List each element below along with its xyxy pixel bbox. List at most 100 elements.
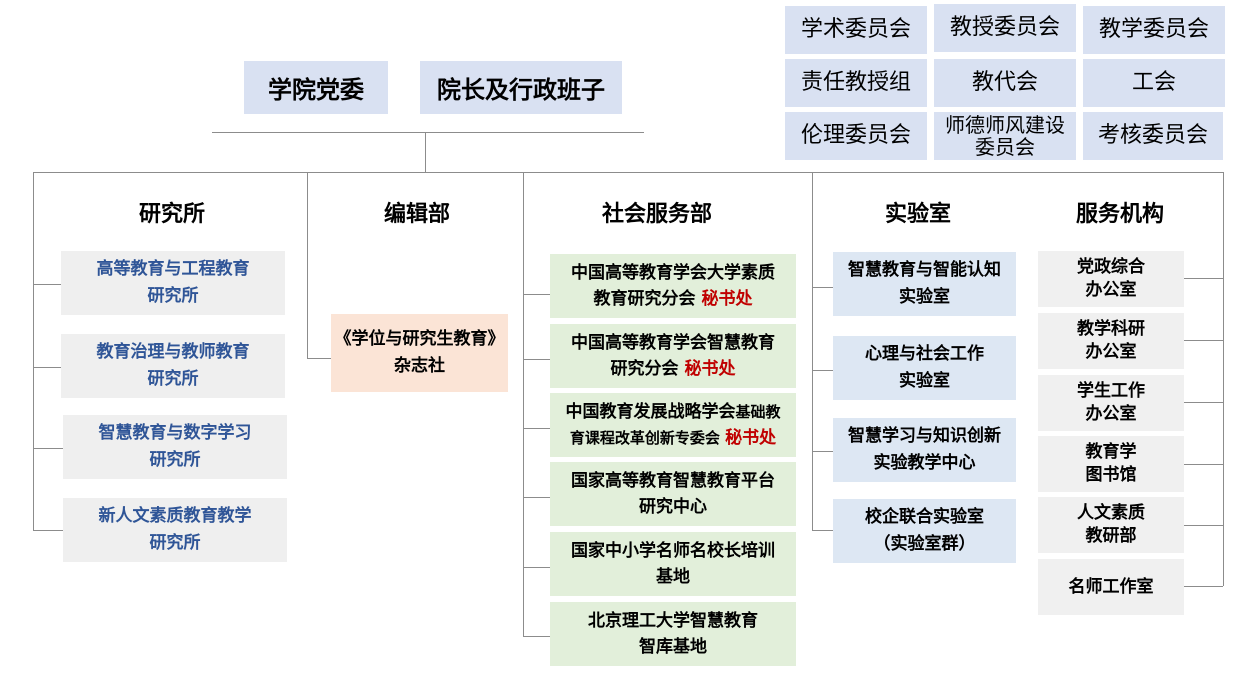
main-branch-line	[33, 172, 1223, 173]
social-item: 国家高等教育智慧教育平台 研究中心	[550, 462, 796, 526]
item-line2: 智库基地	[639, 637, 707, 657]
research-branch	[33, 530, 63, 531]
research-branch	[33, 367, 61, 368]
committee-label-line2: 委员会	[975, 135, 1035, 159]
committee-label: 学术委员会	[800, 16, 911, 42]
party-committee-box: 学院党委	[244, 61, 388, 114]
item-line2-text: 教育研究分会	[593, 289, 702, 309]
research-trunk	[33, 172, 34, 530]
lab-item: 校企联合实验室 （实验室群）	[833, 499, 1016, 563]
research-title: 研究所	[138, 202, 205, 227]
item-line2: 图书馆	[1085, 465, 1137, 485]
item-line1-text: 中国教育发展战略学会	[565, 401, 736, 422]
item-line1: 智慧教育与数字学习	[98, 422, 252, 443]
item-line2: 基地	[656, 567, 690, 587]
research-item: 智慧教育与数字学习 研究所	[63, 415, 287, 479]
services-branch	[1184, 278, 1223, 279]
services-branch	[1184, 586, 1223, 587]
item-line2: 办公室	[1085, 342, 1137, 362]
services-branch	[1184, 464, 1223, 465]
social-branch	[523, 359, 550, 360]
committee-ethics: 伦理委员会	[785, 112, 927, 160]
committee-teacher-ethics: 师德师风建设 委员会	[934, 112, 1076, 160]
item-line1: 智慧教育与智能认知	[848, 259, 1001, 280]
item-line1: 教学科研	[1077, 319, 1145, 340]
committee-responsible-professors: 责任教授组	[785, 59, 927, 107]
labs-title: 实验室	[884, 202, 951, 227]
service-item: 教育学 图书馆	[1038, 436, 1184, 492]
item-line1: 新人文素质教育教学	[98, 505, 252, 526]
dean-team-label: 院长及行政班子	[437, 76, 605, 104]
committee-label: 教代会	[971, 69, 1038, 95]
secretariat-label: 秘书处	[684, 359, 736, 379]
services-branch	[1184, 340, 1223, 341]
social-branch	[523, 294, 550, 295]
item-line2: 研究所	[149, 450, 201, 470]
editorial-branch	[307, 358, 331, 359]
service-item: 学生工作 办公室	[1038, 375, 1184, 431]
committee-label: 考核委员会	[1097, 122, 1208, 148]
lab-item: 智慧学习与知识创新 实验教学中心	[833, 418, 1016, 482]
research-item: 高等教育与工程教育 研究所	[61, 251, 285, 315]
party-committee-label: 学院党委	[268, 76, 364, 104]
item-line2: 办公室	[1085, 404, 1137, 424]
item-line1: 教育治理与教师教育	[96, 341, 250, 362]
item-line1: 心理与社会工作	[865, 343, 984, 364]
services-trunk	[1223, 172, 1224, 586]
item-line2: 实验室	[899, 371, 950, 391]
item-line2: 实验室	[899, 287, 950, 307]
social-item: 中国教育发展战略学会基础教 育课程改革创新专委会 秘书处	[550, 393, 796, 457]
social-trunk	[523, 172, 524, 636]
service-item: 人文素质 教研部	[1038, 497, 1184, 553]
item-line1: 国家高等教育智慧教育平台	[571, 470, 775, 491]
item-line2: 研究所	[149, 533, 201, 553]
committee-staff-congress: 教代会	[934, 59, 1076, 107]
services-branch	[1184, 402, 1223, 403]
committee-professors: 教授委员会	[934, 4, 1076, 52]
social-branch	[523, 636, 550, 637]
item-line2: 研究分会 秘书处	[611, 356, 736, 382]
leadership-stem	[425, 132, 426, 172]
item-line1: 名师工作室	[1068, 576, 1154, 597]
services-title: 服务机构	[1075, 202, 1164, 227]
dean-team-box: 院长及行政班子	[420, 61, 622, 114]
item-line2: 研究所	[147, 369, 199, 389]
committee-labor-union: 工会	[1083, 59, 1225, 107]
social-item: 中国高等教育学会智慧教育 研究分会 秘书处	[550, 324, 796, 388]
item-line2: （实验室群）	[873, 534, 976, 554]
research-branch	[33, 448, 63, 449]
social-branch	[523, 567, 550, 568]
editorial-item: 《学位与研究生教育》 杂志社	[331, 314, 508, 392]
item-line1: 中国高等教育学会大学素质	[571, 262, 775, 283]
item-line1: 学生工作	[1077, 381, 1145, 402]
item-line2: 实验教学中心	[873, 453, 976, 473]
research-item: 教育治理与教师教育 研究所	[61, 334, 285, 398]
research-item: 新人文素质教育教学 研究所	[63, 498, 287, 562]
committee-academic: 学术委员会	[785, 6, 927, 54]
labs-branch	[812, 451, 833, 452]
service-item: 教学科研 办公室	[1038, 313, 1184, 369]
item-line2: 研究所	[147, 286, 199, 306]
item-line1: 国家中小学名师名校长培训	[571, 540, 775, 561]
item-line1: 中国高等教育学会智慧教育	[571, 332, 775, 353]
item-line1: 教育学	[1085, 442, 1137, 463]
item-line1: 北京理工大学智慧教育	[588, 610, 758, 631]
editorial-trunk	[307, 172, 308, 358]
committee-label-line1: 师德师风建设	[945, 113, 1065, 137]
item-line2: 杂志社	[394, 356, 445, 376]
social-branch	[523, 497, 550, 498]
labs-branch	[812, 287, 833, 288]
service-item: 党政综合 办公室	[1038, 251, 1184, 307]
service-item: 名师工作室	[1038, 559, 1184, 615]
item-line1: 校企联合实验室	[865, 506, 984, 527]
committee-teaching: 教学委员会	[1083, 6, 1225, 54]
item-line2: 教育研究分会 秘书处	[594, 286, 753, 312]
lab-item: 智慧教育与智能认知 实验室	[833, 252, 1016, 316]
item-line2-text: 育课程改革创新专委会	[569, 429, 726, 447]
item-line2: 研究中心	[639, 497, 707, 517]
committee-label: 责任教授组	[800, 69, 911, 95]
item-line2: 教研部	[1085, 526, 1137, 546]
committee-assessment: 考核委员会	[1083, 112, 1223, 160]
item-line2-text: 研究分会	[610, 359, 685, 379]
research-branch	[33, 284, 61, 285]
